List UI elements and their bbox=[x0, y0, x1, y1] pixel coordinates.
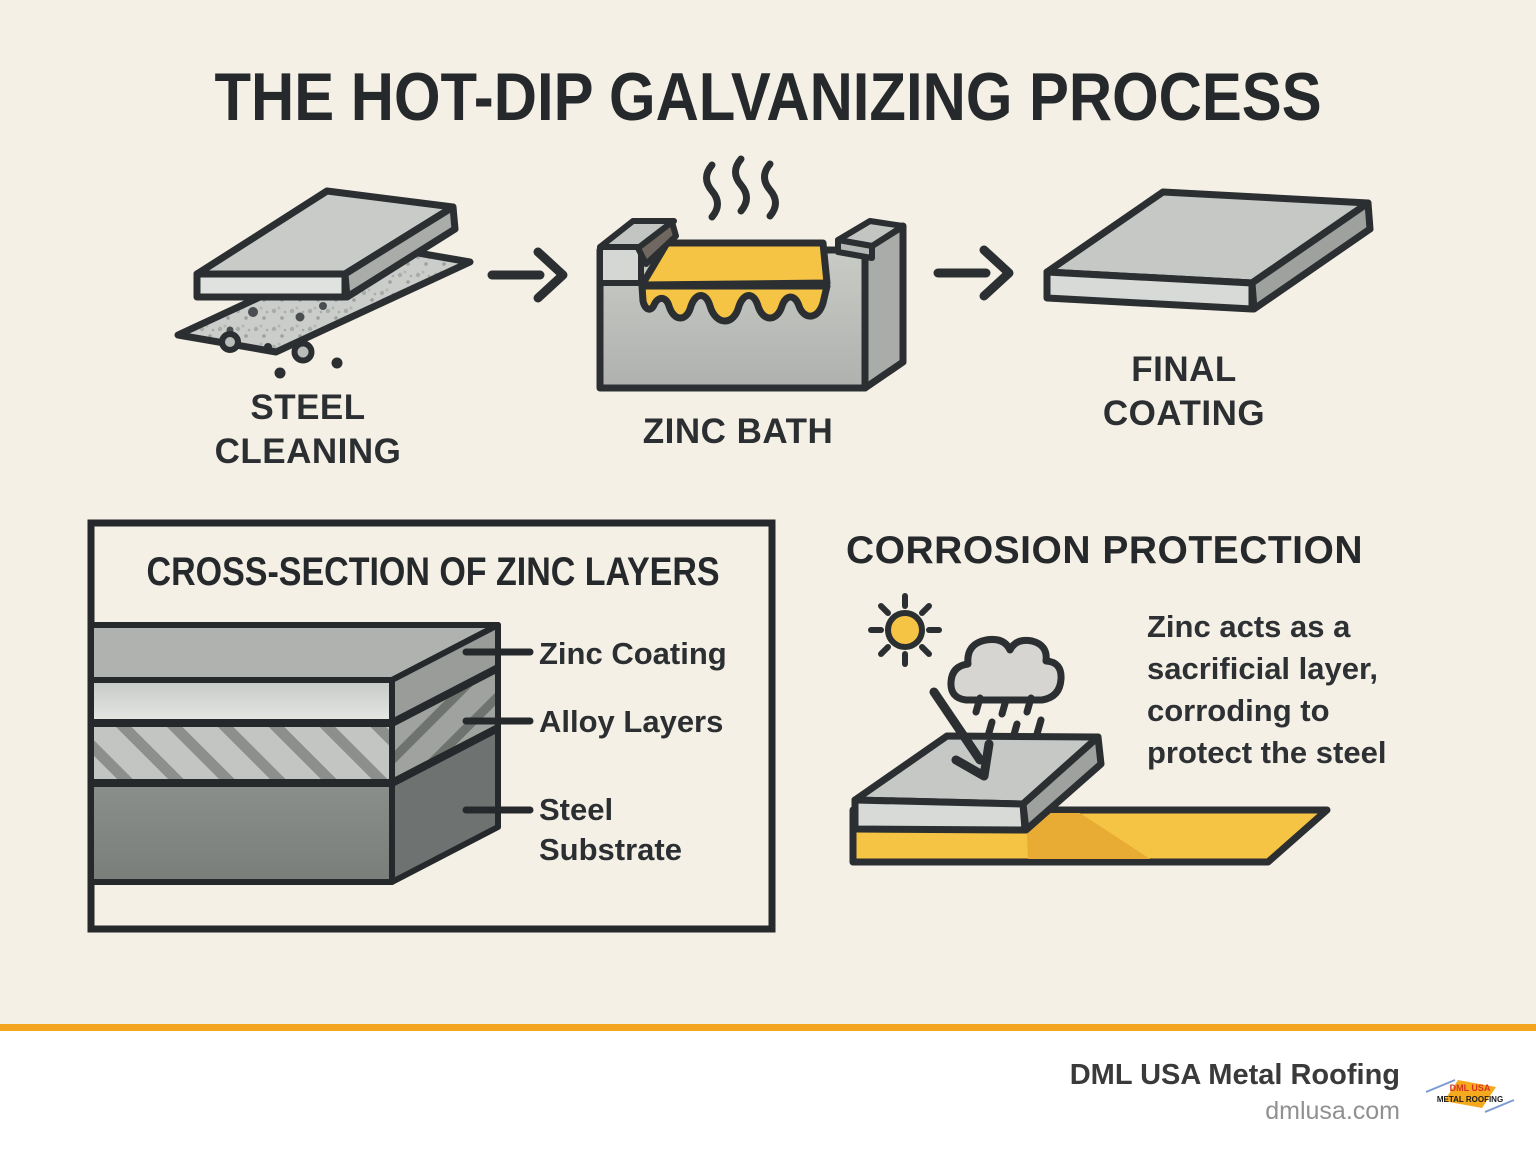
right-arrow-icon bbox=[487, 247, 568, 303]
layered-block-illustration bbox=[94, 622, 501, 885]
layer-label-steel-substrate: Steel Substrate bbox=[539, 792, 682, 867]
rain-drops bbox=[972, 694, 1045, 742]
layer-label-alloy-layers: Alloy Layers bbox=[539, 704, 724, 739]
layer-callout-lines bbox=[462, 648, 534, 814]
footer-website: dmlusa.com bbox=[1265, 1097, 1400, 1125]
steel-sheets-cleaning-icon bbox=[174, 187, 474, 379]
layer-label-zinc-coating: Zinc Coating bbox=[539, 636, 727, 671]
corrosion-description-line: protect the steel bbox=[1147, 735, 1387, 770]
page-title: THE HOT-DIP GALVANIZING PROCESS bbox=[214, 59, 1322, 135]
tank-rims bbox=[597, 218, 906, 286]
footer-divider bbox=[0, 1024, 1536, 1031]
company-logo: DML USA METAL ROOFING bbox=[1425, 1079, 1515, 1113]
sacrificial-zinc-strip-icon bbox=[849, 732, 1331, 866]
clean-steel-slab bbox=[193, 187, 459, 301]
cross-section-panel bbox=[87, 519, 776, 933]
right-arrow-icon bbox=[933, 245, 1014, 301]
molten-zinc-tank-icon bbox=[596, 155, 907, 392]
step-label-zinc-bath: ZINC BATH bbox=[642, 412, 834, 451]
falling-debris-dots bbox=[219, 331, 343, 379]
footer: DML USA Metal Roofing dmlusa.com bbox=[0, 1031, 1536, 1154]
molten-zinc-surface bbox=[638, 239, 831, 325]
rain-cloud-icon bbox=[947, 636, 1065, 742]
logo-roof-line-bottom bbox=[1484, 1099, 1515, 1113]
step-label-final-coating: FINAL COATING bbox=[1102, 350, 1266, 433]
coated-steel-slab-icon bbox=[1043, 188, 1374, 313]
logo-roof-line-top bbox=[1425, 1079, 1456, 1093]
logo-text-line2: METAL ROOFING bbox=[1437, 1095, 1503, 1104]
artwork-layer bbox=[87, 155, 1374, 933]
corrosion-description-line: corroding to bbox=[1147, 693, 1330, 728]
heat-waves-icon bbox=[703, 155, 779, 221]
step-label-steel-cleaning: STEEL CLEANING bbox=[214, 388, 402, 471]
cross-section-title: CROSS-SECTION OF ZINC LAYERS bbox=[146, 550, 720, 594]
cross-section-box-border bbox=[87, 519, 776, 933]
footer-company-name: DML USA Metal Roofing bbox=[1069, 1059, 1400, 1091]
sun-icon bbox=[868, 593, 942, 667]
corrosion-description-line: Zinc acts as a bbox=[1147, 609, 1351, 644]
down-arrow-icon bbox=[929, 687, 994, 781]
corrosion-description-line: sacrificial layer, bbox=[1147, 651, 1378, 686]
corrosion-description: Zinc acts as a sacrificial layer, corrod… bbox=[1147, 606, 1386, 774]
logo-text-line1: DML USA bbox=[1450, 1083, 1491, 1093]
footer-text-block: DML USA Metal Roofing dmlusa.com bbox=[1070, 1059, 1400, 1126]
logo-diamond bbox=[1444, 1080, 1496, 1108]
corrosion-protection-illustration bbox=[849, 593, 1331, 866]
corrosion-protection-title: CORROSION PROTECTION bbox=[846, 529, 1364, 572]
